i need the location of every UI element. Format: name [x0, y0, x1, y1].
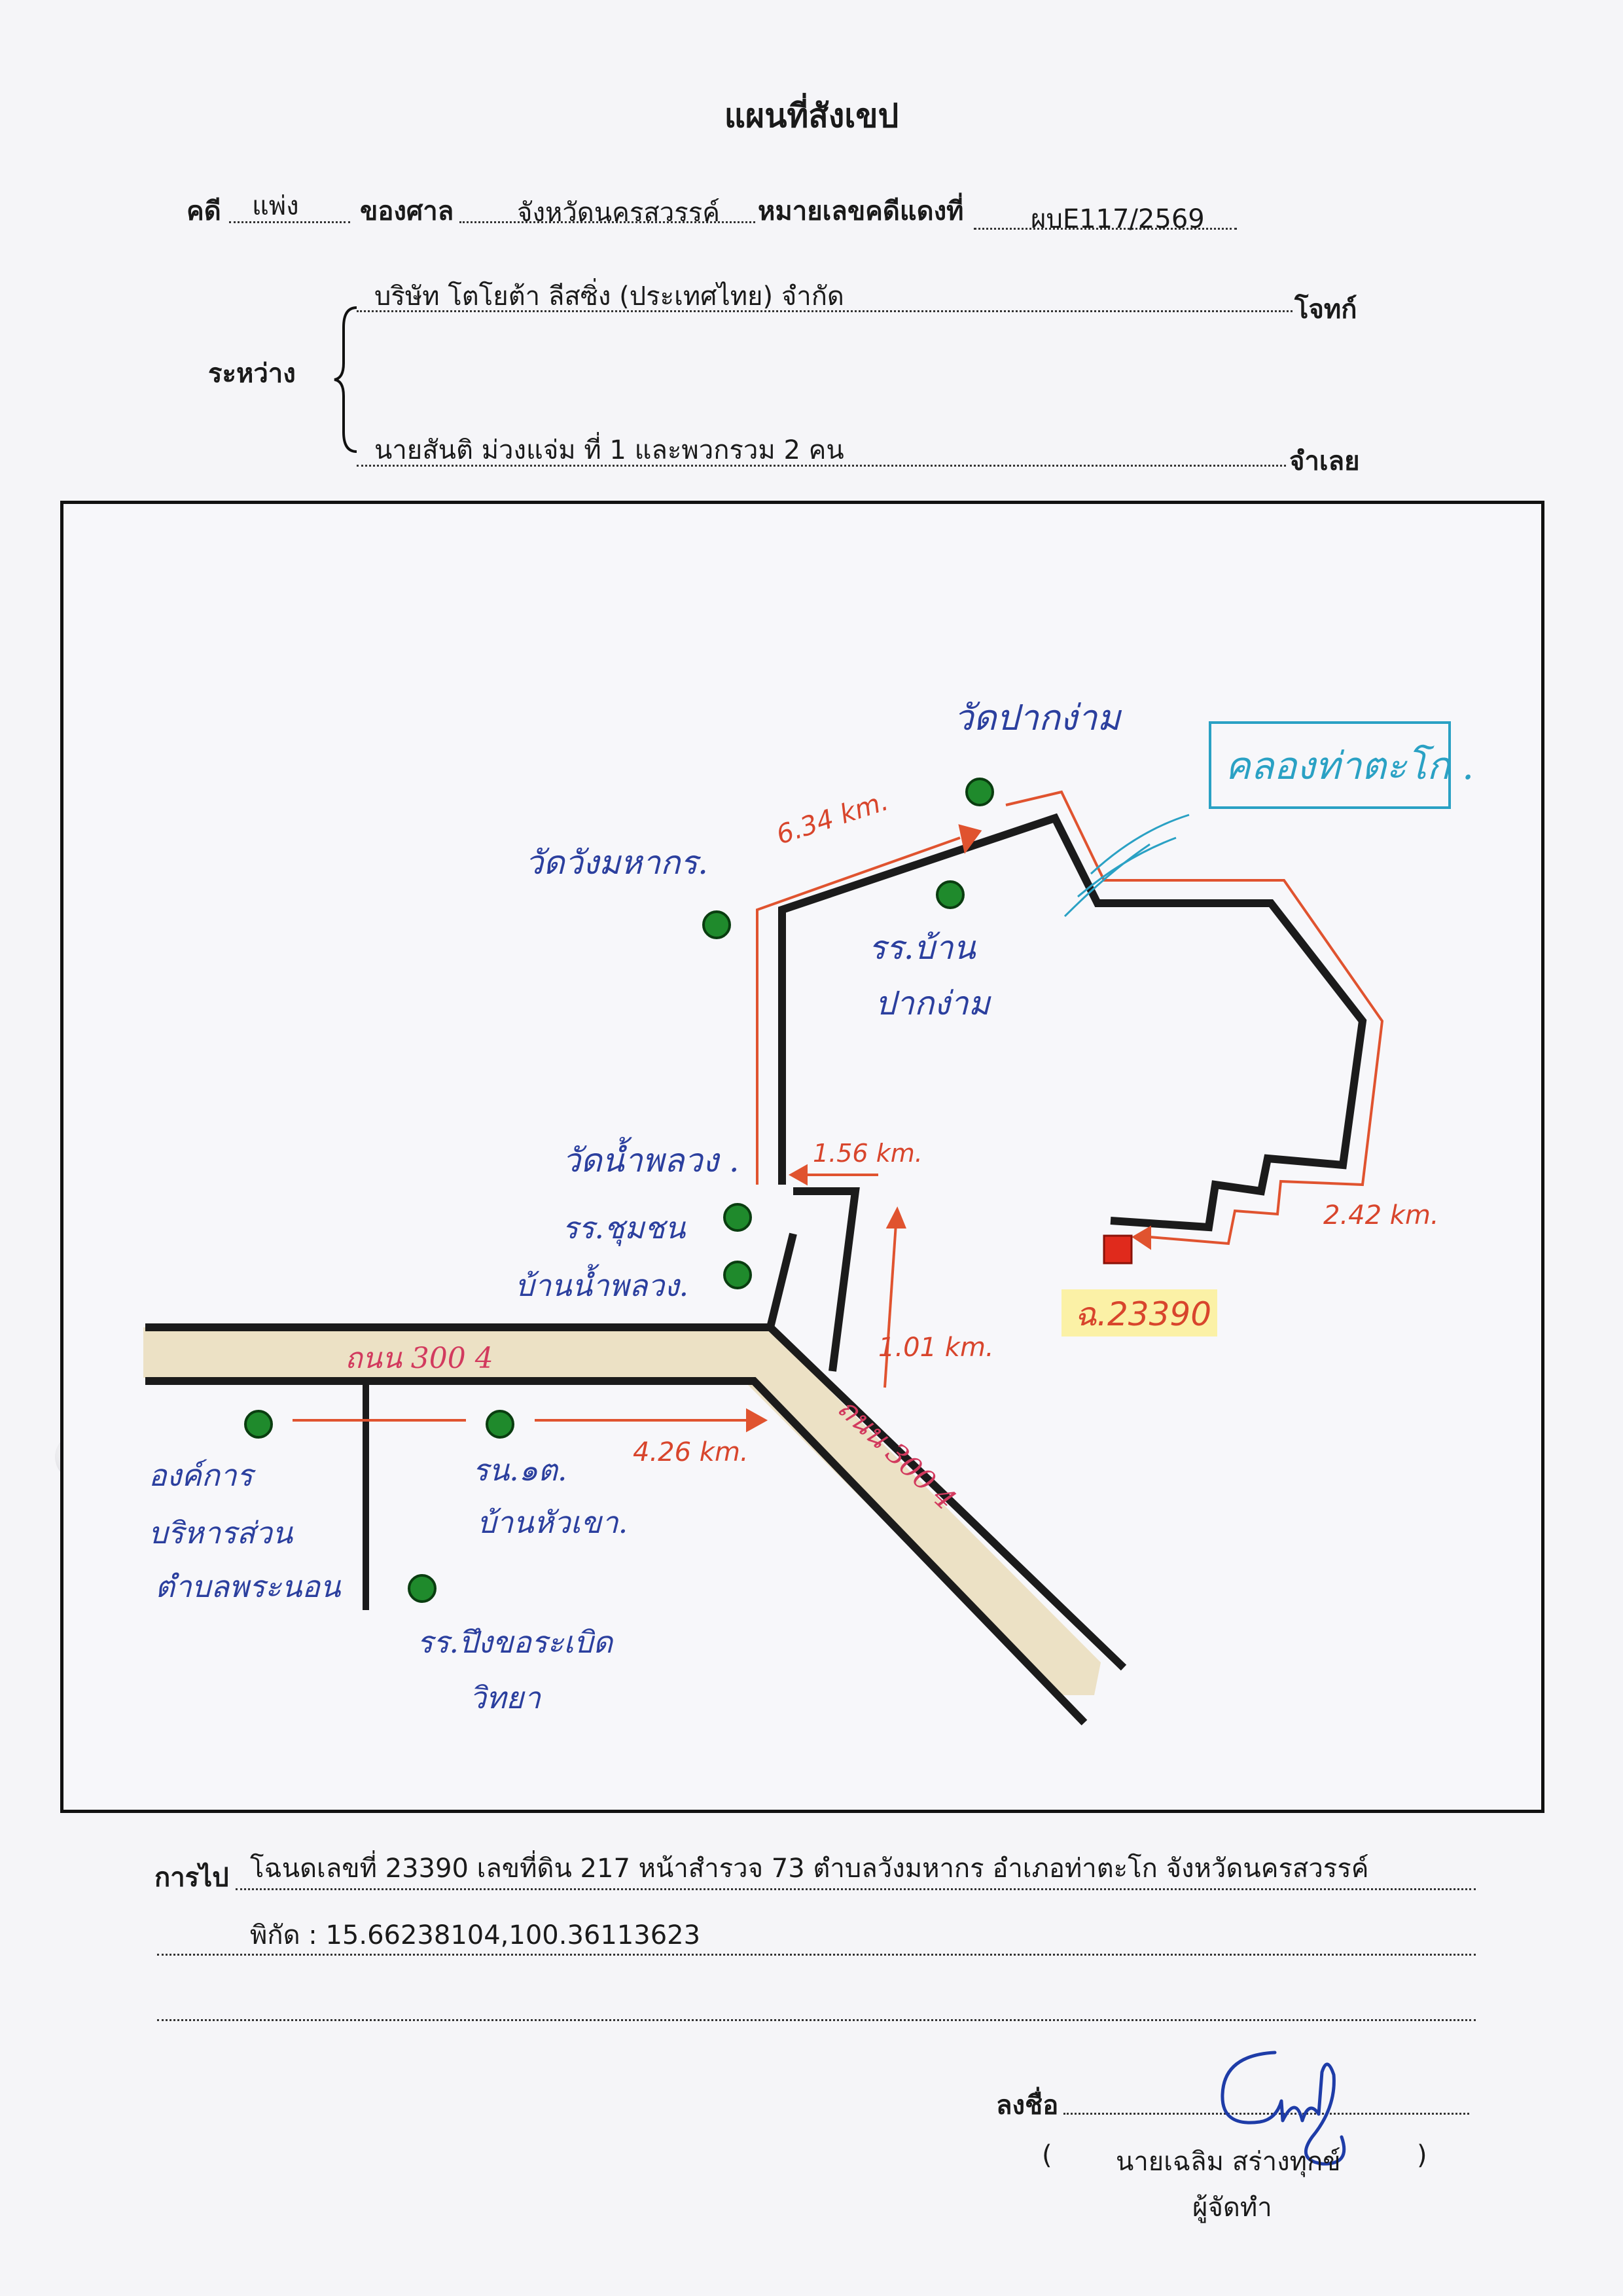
court-name: จังหวัดนครสวรรค์ [517, 198, 720, 228]
case-number-label: หมายเลขคดีแดงที่ [758, 196, 964, 226]
road-edge-lower [145, 1377, 1088, 1726]
road-300-4-fill [143, 1327, 1101, 1695]
defendant-label: จำเลย [1289, 446, 1360, 476]
label-wat-wang-mahakon: วัดวังมหากร. [525, 844, 708, 882]
label-school-hua-khao-1: รน.๑ต. [473, 1452, 567, 1488]
access-road [793, 1187, 860, 1372]
canal-label-box [1209, 721, 1451, 809]
route-dotted-line-2 [157, 1954, 1476, 1956]
route-line-1: โฉนดเลขที่ 23390 เลขที่ดิน 217 หน้าสำรวจ… [250, 1854, 1369, 1884]
defendant-line [357, 465, 1286, 467]
map-drawing: คลองท่าตะโก . ฉ.23390 วัดปากง่าม วัดวังม… [143, 697, 1474, 1726]
case-type-line [229, 221, 350, 223]
party-brace [334, 306, 357, 453]
label-org-2: บริหารส่วน [149, 1515, 294, 1551]
court-line [459, 221, 755, 223]
canal-lines [1063, 814, 1190, 918]
route-line-2: พิกัด : 15.66238104,100.36113623 [250, 1920, 701, 1950]
label-wat-nam-phlang: วัดน้ำพลวง . [562, 1137, 740, 1179]
label-school-hua-khao-2: บ้านหัวเขา. [477, 1505, 628, 1540]
landmark-dot-wat-nam-phlang [723, 1203, 752, 1232]
parcel-label: ฉ.23390 [1075, 1295, 1211, 1333]
case-number-line [974, 228, 1237, 230]
sign-line [1063, 2113, 1469, 2115]
distance-label-4: 1.01 km. [878, 1333, 994, 1363]
distance-label-3: 2.42 km. [1323, 1200, 1439, 1230]
label-school-pueng-1: รร.ปึงขอระเบิด [417, 1624, 614, 1660]
defendant-name: นายสันติ ม่วงแจ่ม ที่ 1 และพวกรวม 2 คน [374, 435, 844, 465]
access-road [766, 1232, 797, 1329]
label-org-1: องค์การ [149, 1458, 257, 1493]
signer-name: นายเฉลิม สร่างทุกข์ [1116, 2147, 1341, 2177]
parcel-marker [1103, 1234, 1133, 1265]
court-label: ของศาล [360, 196, 454, 226]
case-type: แพ่ง [252, 191, 299, 221]
landmark-dot-school-pak-ngam [936, 880, 965, 909]
landmark-dot-org [244, 1410, 273, 1439]
landmark-dot-school-chumchon [723, 1261, 752, 1289]
sign-label: ลงชื่อ [996, 2090, 1059, 2121]
label-school-pak-ngam-2: ปากง่าม [875, 984, 992, 1022]
landmark-dot-school-pueng [408, 1574, 437, 1603]
landmark-dot-wat-wang-mahakon [702, 910, 731, 939]
route-road [778, 813, 1367, 1232]
canal-label: คลองท่าตะโก . [1225, 744, 1474, 788]
plaintiff-label: โจทก์ [1294, 295, 1357, 325]
case-number: ผบE117/2569 [1031, 204, 1205, 234]
label-school-pak-ngam-1: รร.บ้าน [868, 929, 976, 967]
plaintiff-line [357, 310, 1293, 312]
handwritten-signature [1221, 2051, 1346, 2166]
plaintiff-name: บริษัท โตโยต้า ลีสซิ่ง (ประเทศไทย) จำกัด [374, 281, 844, 312]
distance-label-5: 4.26 km. [633, 1437, 749, 1467]
parcel-label-bg [1061, 1289, 1217, 1336]
distance-label-1: 6.34 km. [773, 786, 892, 850]
close-paren: ) [1417, 2140, 1427, 2170]
label-school-chumchon-1: รร.ชุมชน [562, 1210, 687, 1246]
between-label: ระหว่าง [208, 359, 296, 389]
route-dotted-line-3 [157, 2019, 1476, 2021]
route-arrows [293, 790, 1384, 1433]
landmark-dot-wat-pak-ngam [965, 778, 994, 806]
landmark-dots [244, 778, 994, 1603]
label-school-chumchon-2: บ้านน้ำพลวง. [515, 1264, 688, 1303]
landmark-dot-school-hua-khao [486, 1410, 514, 1439]
route-dotted-line-1 [236, 1888, 1476, 1890]
signer-role: ผู้จัดทำ [1192, 2193, 1272, 2223]
label-org-3: ตำบลพระนอน [155, 1569, 342, 1604]
distance-label-2: 1.56 km. [813, 1139, 923, 1168]
page-title: แผนที่สังเขป [724, 97, 899, 135]
road-label-1: ถนน 300 4 [345, 1342, 493, 1375]
open-paren: ( [1042, 2140, 1052, 2170]
route-label: การไป [154, 1863, 229, 1893]
case-label: คดี [187, 196, 221, 226]
label-wat-pak-ngam: วัดปากง่าม [954, 697, 1122, 738]
label-school-pueng-2: วิทยา [469, 1680, 542, 1715]
sketch-map: คลองท่าตะโก . ฉ.23390 วัดปากง่าม วัดวังม… [60, 501, 1544, 1813]
